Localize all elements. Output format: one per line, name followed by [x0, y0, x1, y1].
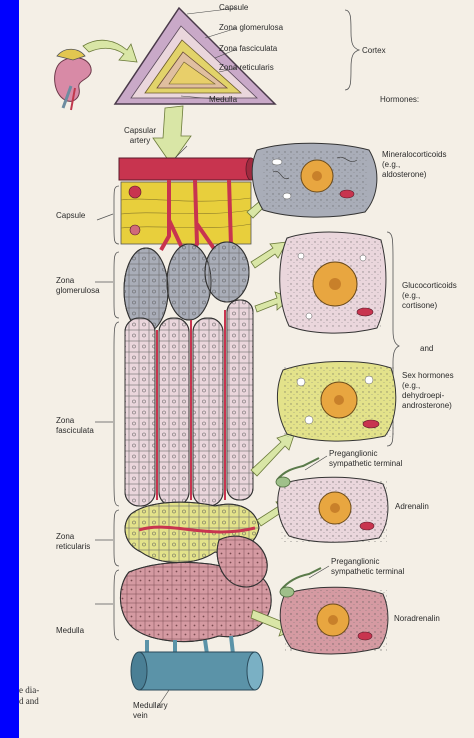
label-sex-hormones: Sex hormones (e.g., dehydroepi- androste…	[402, 371, 454, 411]
label-capsule-top: Capsule	[219, 3, 248, 13]
label-glucocorticoids: Glucocorticoids (e.g., cortisone)	[402, 281, 457, 311]
medullary-vein-shape	[131, 636, 263, 690]
kidney-icon	[55, 49, 92, 110]
page-text-fragment-line-2: d and	[19, 696, 39, 707]
label-glucocorticoids-line-3: cortisone)	[402, 301, 457, 311]
cortex-bracket	[345, 10, 359, 90]
mineralocorticoid-cell	[252, 143, 377, 217]
adrenal-gland-diagram	[19, 0, 474, 738]
page-text-fragment: e dia- d and	[19, 685, 39, 707]
label-zona-glomerulosa-line-2: glomerulosa	[56, 286, 100, 296]
label-preganglionic-2: Preganglionic sympathetic terminal	[331, 557, 404, 577]
label-zona-glomerulosa-top: Zona glomerulosa	[219, 23, 283, 33]
label-mineralocorticoids-line-1: Mineralocorticoids	[382, 150, 446, 160]
cortex-column	[119, 158, 271, 690]
label-sex-hormones-line-1: Sex hormones	[402, 371, 454, 381]
label-preganglionic-1: Preganglionic sympathetic terminal	[329, 449, 402, 469]
label-preganglionic-1-line-2: sympathetic terminal	[329, 459, 402, 469]
label-medulla-left: Medulla	[56, 626, 84, 636]
label-mineralocorticoids: Mineralocorticoids (e.g., aldosterone)	[382, 150, 446, 180]
label-zona-reticularis-left: Zona reticularis	[56, 532, 90, 552]
label-and: and	[420, 344, 433, 354]
noradrenalin-cell	[280, 568, 388, 654]
label-zona-fasciculata-line-1: Zona	[56, 416, 94, 426]
zone-brackets	[95, 186, 119, 640]
label-glucocorticoids-line-2: (e.g.,	[402, 291, 457, 301]
label-medullary-vein-line-1: Medullary	[133, 701, 168, 711]
label-preganglionic-2-line-2: sympathetic terminal	[331, 567, 404, 577]
label-zona-reticularis-top: Zona reticularis	[219, 63, 274, 73]
label-preganglionic-2-line-1: Preganglionic	[331, 557, 404, 567]
sex-hormone-cell	[277, 362, 395, 442]
label-capsule-left: Capsule	[56, 211, 85, 221]
label-glucocorticoids-line-1: Glucocorticoids	[402, 281, 457, 291]
label-zona-fasciculata-left: Zona fasciculata	[56, 416, 94, 436]
label-cortex: Cortex	[362, 46, 386, 56]
label-sex-hormones-line-2: (e.g.,	[402, 381, 454, 391]
label-medulla-top: Medulla	[209, 95, 237, 105]
label-sex-hormones-line-4: androsterone)	[402, 401, 454, 411]
label-zona-glomerulosa-line-1: Zona	[56, 276, 100, 286]
label-sex-hormones-line-3: dehydroepi-	[402, 391, 454, 401]
label-preganglionic-1-line-1: Preganglionic	[329, 449, 402, 459]
label-zona-fasciculata-line-2: fasciculata	[56, 426, 94, 436]
label-noradrenalin: Noradrenalin	[394, 614, 440, 624]
glucocorticoid-cell	[280, 232, 386, 333]
page-text-fragment-line-1: e dia-	[19, 685, 39, 696]
textbook-page: Capsule Zona glomerulosa Zona fasciculat…	[19, 0, 474, 738]
label-adrenalin: Adrenalin	[395, 502, 429, 512]
label-capsular-artery-line-2: artery	[115, 136, 165, 146]
label-zona-reticularis-line-1: Zona	[56, 532, 90, 542]
adrenalin-cell	[276, 458, 388, 542]
label-hormones: Hormones:	[380, 95, 419, 105]
label-zona-fasciculata-top: Zona fasciculata	[219, 44, 277, 54]
label-capsular-artery-line-1: Capsular	[115, 126, 165, 136]
label-mineralocorticoids-line-2: (e.g.,	[382, 160, 446, 170]
label-capsular-artery: Capsular artery	[115, 126, 165, 146]
label-medullary-vein-line-2: vein	[133, 711, 168, 721]
label-zona-glomerulosa-left: Zona glomerulosa	[56, 276, 100, 296]
label-zona-reticularis-line-2: reticularis	[56, 542, 90, 552]
kidney-arrow-icon	[83, 40, 137, 62]
label-medullary-vein: Medullary vein	[133, 701, 168, 721]
label-mineralocorticoids-line-3: aldosterone)	[382, 170, 446, 180]
